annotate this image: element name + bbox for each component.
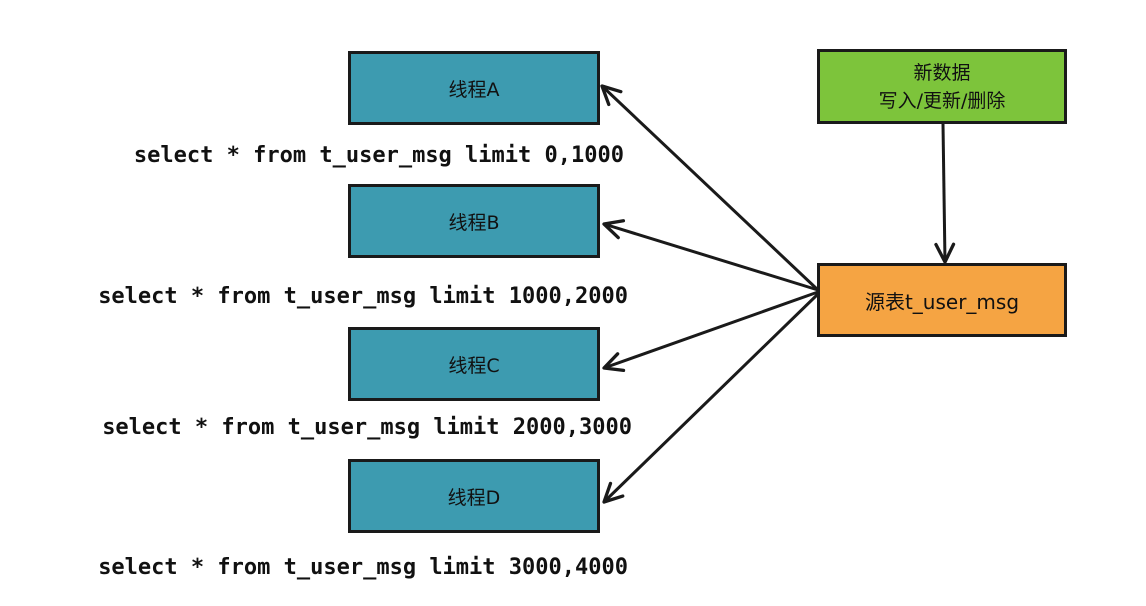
thread-b-label: 线程B: [448, 211, 500, 234]
arrow-source-to-thread-b: [602, 219, 819, 292]
thread-b-query: select * from t_user_msg limit 1000,2000: [98, 284, 628, 309]
new-data-box: 新数据 写入/更新/删除: [817, 49, 1067, 124]
arrow-source-to-thread-a: [600, 84, 820, 292]
arrow-new-data-to-source: [934, 123, 956, 264]
thread-c-box: 线程C: [348, 327, 600, 401]
thread-d-box: 线程D: [348, 459, 600, 533]
arrow-source-to-thread-d: [602, 292, 820, 504]
arrow-source-to-thread-c: [602, 290, 819, 373]
source-table-box: 源表t_user_msg: [817, 263, 1067, 337]
thread-b-box: 线程B: [348, 184, 600, 258]
thread-a-box: 线程A: [348, 51, 600, 125]
thread-a-label: 线程A: [448, 78, 500, 101]
thread-a-query: select * from t_user_msg limit 0,1000: [133, 143, 624, 168]
new-data-operations: 写入/更新/删除: [878, 89, 1006, 112]
new-data-title: 新数据: [913, 61, 971, 84]
thread-d-query: select * from t_user_msg limit 3000,4000: [98, 555, 628, 580]
thread-c-label: 线程C: [448, 354, 500, 377]
source-table-label: 源表t_user_msg: [864, 289, 1020, 314]
thread-c-query: select * from t_user_msg limit 2000,3000: [102, 415, 632, 440]
thread-d-label: 线程D: [447, 486, 501, 509]
